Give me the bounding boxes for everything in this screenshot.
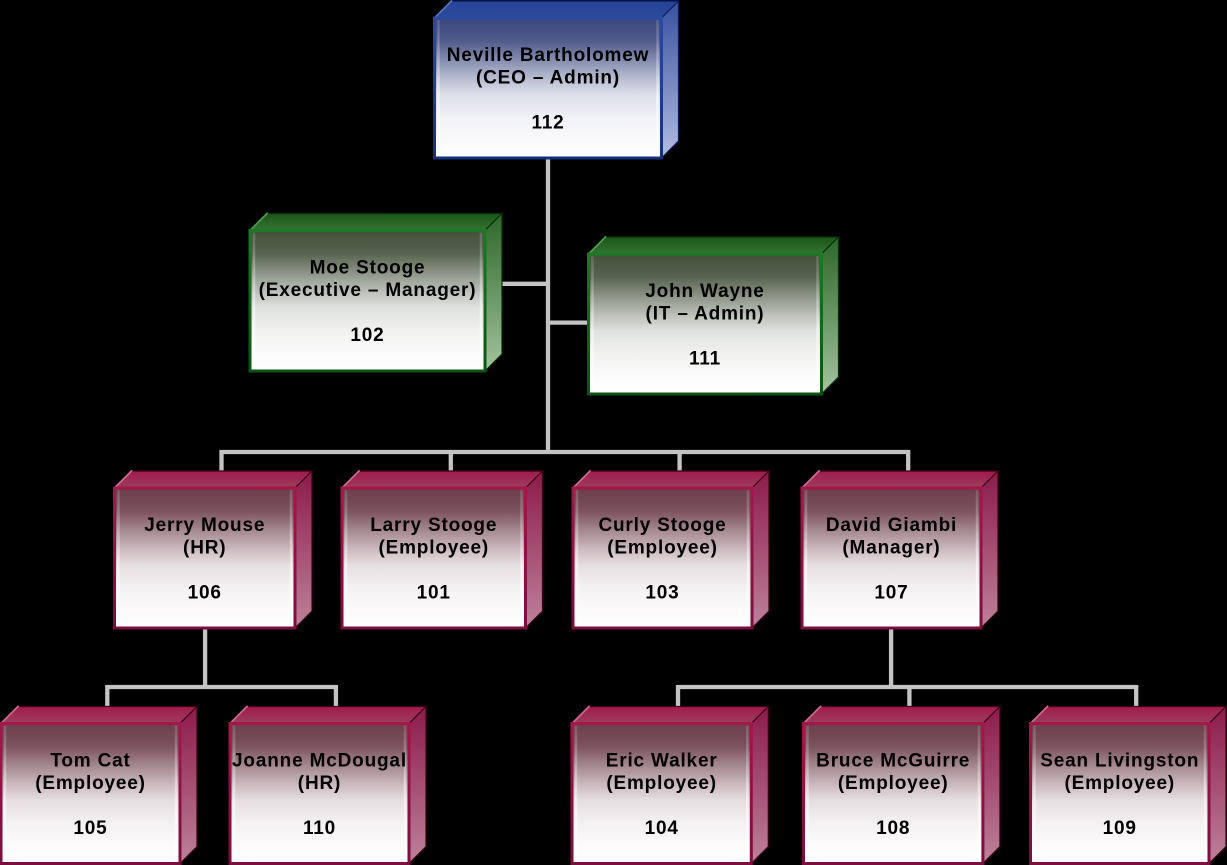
svg-text:Moe Stooge: Moe Stooge [310,257,426,278]
svg-text:Eric Walker: Eric Walker [606,750,718,771]
svg-text:(HR): (HR) [298,773,341,794]
svg-text:(IT – Admin): (IT – Admin) [646,303,765,324]
svg-text:108: 108 [876,818,910,839]
svg-text:107: 107 [874,582,908,603]
svg-text:(Employee): (Employee) [838,773,949,794]
svg-text:103: 103 [645,582,679,603]
svg-text:(Employee): (Employee) [1064,773,1175,794]
svg-text:(CEO – Admin): (CEO – Admin) [476,67,620,88]
svg-text:101: 101 [417,582,451,603]
svg-text:109: 109 [1103,818,1137,839]
svg-text:111: 111 [689,348,721,369]
svg-text:(Executive – Manager): (Executive – Manager) [259,280,477,301]
svg-text:(Employee): (Employee) [606,773,717,794]
svg-text:(Employee): (Employee) [35,773,146,794]
svg-text:Curly Stooge: Curly Stooge [598,515,726,536]
svg-text:102: 102 [350,325,384,346]
svg-text:Jerry Mouse: Jerry Mouse [144,515,265,536]
svg-text:Bruce McGuirre: Bruce McGuirre [816,750,970,771]
svg-text:(HR): (HR) [183,537,226,558]
svg-text:Larry Stooge: Larry Stooge [370,515,497,536]
svg-text:Tom Cat: Tom Cat [50,750,130,771]
svg-text:Sean Livingston: Sean Livingston [1040,750,1199,771]
svg-text:(Manager): (Manager) [842,537,940,558]
svg-text:112: 112 [531,112,564,133]
svg-text:(Employee): (Employee) [607,537,718,558]
svg-text:Joanne McDougal: Joanne McDougal [232,750,407,771]
svg-text:Neville Bartholomew: Neville Bartholomew [447,45,649,66]
svg-text:David Giambi: David Giambi [826,515,957,536]
svg-text:104: 104 [645,818,679,839]
svg-text:106: 106 [188,582,222,603]
svg-text:105: 105 [73,818,107,839]
svg-text:110: 110 [303,818,336,839]
svg-text:(Employee): (Employee) [378,537,489,558]
svg-text:John Wayne: John Wayne [645,281,764,302]
